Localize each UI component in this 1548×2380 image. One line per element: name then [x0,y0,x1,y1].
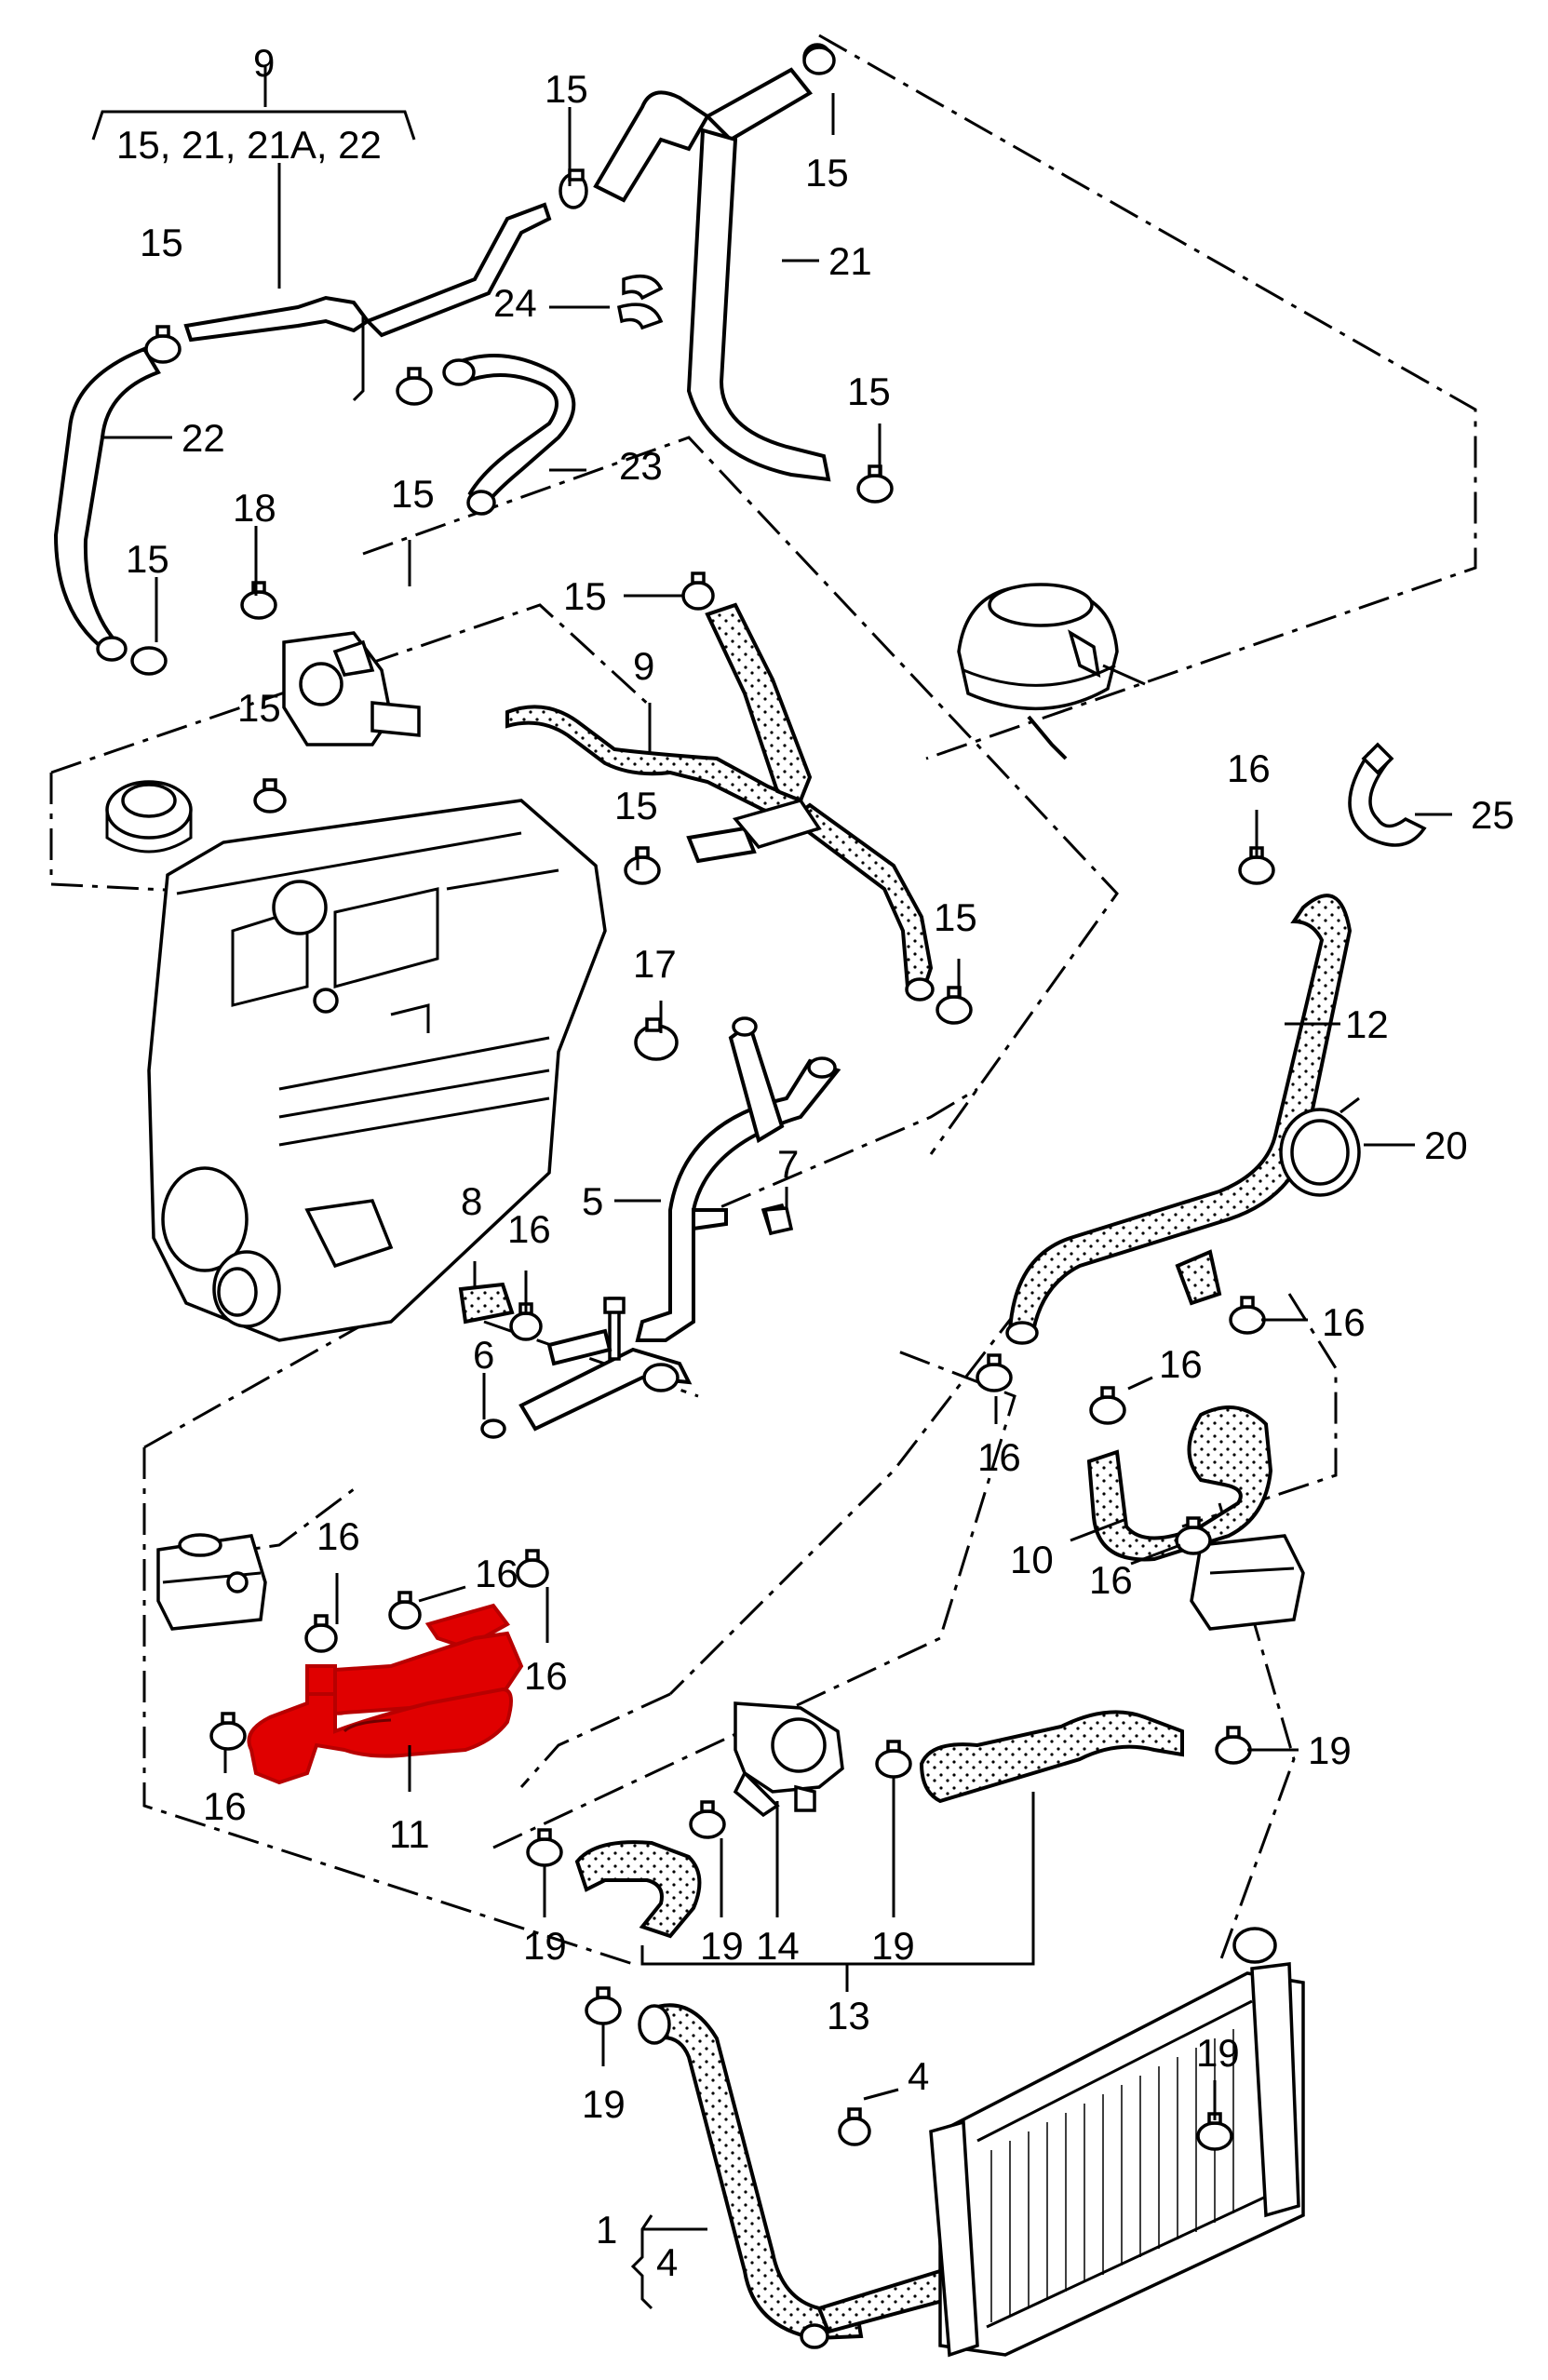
callout-16: 16 [977,1435,1021,1479]
callout-8: 8 [461,1179,482,1223]
engine-block [147,799,607,1342]
clamp-17 [634,1017,679,1061]
oil-filler-cap [105,780,193,854]
callout-16: 16 [507,1207,551,1251]
callout-18: 18 [233,486,276,530]
callout-16: 16 [1089,1558,1133,1602]
clamp-25 [1348,742,1427,847]
callout-15: 15 [391,472,435,516]
callout-16: 16 [475,1552,518,1595]
callout-15: 15 [847,370,891,413]
hose-9 [505,602,935,1002]
clamp-24 [616,274,664,330]
callout-15: 15 [614,784,658,827]
callout-16: 16 [316,1514,360,1558]
callout-17: 17 [633,942,677,986]
coolant-pipe-6-8 [458,1282,693,1439]
callout-25: 25 [1471,793,1514,837]
radiator-fins [990,2029,1234,2322]
callout-15: 15 [237,686,281,730]
plug-7 [762,1206,794,1236]
hose-13-group [574,1701,1184,1939]
callout-16: 16 [1227,746,1271,790]
callout-15: 15 [805,151,849,195]
upper-hoses [53,43,832,662]
callout-15: 15 [545,67,588,111]
callout-14: 14 [756,1924,800,1968]
callout-21: 21 [828,239,872,283]
callout-19: 19 [582,2082,626,2126]
callout-16: 16 [1322,1300,1366,1344]
callout-15: 15 [140,221,183,264]
hose-clamps [130,46,1275,2349]
callout-19: 19 [1308,1728,1352,1772]
callout-24: 24 [493,281,537,325]
callout-16: 16 [203,1784,247,1828]
callout-16: 16 [524,1654,568,1698]
callout-19: 19 [523,1924,567,1968]
callout-15: 15 [934,895,977,939]
callout-6: 6 [473,1333,494,1377]
callout-9: 9 [633,644,654,688]
loose-clamps [616,274,1427,1236]
callout-19: 19 [700,1924,744,1968]
callout-7: 7 [777,1142,799,1186]
callout-16: 16 [1159,1342,1203,1386]
callout-15: 15 [563,574,607,618]
callout-labels: 9 15, 21, 21A, 22 15 15 15 21 24 22 15 2… [116,41,1514,2284]
callout-4: 4 [656,2240,678,2284]
callout-9-sublist: 15, 21, 21A, 22 [116,123,382,167]
callout-19: 19 [871,1924,915,1968]
callout-5: 5 [582,1179,603,1223]
radiator [929,1927,1305,2358]
callout-20: 20 [1424,1123,1468,1167]
callout-13: 13 [827,1994,870,2037]
hose-11-highlighted [247,1603,524,1785]
coolant-reservoir-small [156,1533,267,1631]
callout-12: 12 [1345,1002,1389,1046]
callout-19: 19 [1196,2031,1240,2075]
coolant-flange-housing [282,631,421,746]
hose-5 [635,1016,841,1342]
expansion-tank [957,583,1146,760]
leader-lines [91,65,1452,2310]
callout-23: 23 [619,444,663,488]
callout-10: 10 [1010,1538,1054,1581]
callout-9-top: 9 [253,41,275,85]
callout-4: 4 [908,2054,929,2098]
callout-11: 11 [389,1812,430,1856]
callout-15: 15 [126,537,169,581]
callout-22: 22 [182,416,225,460]
callout-1: 1 [596,2208,617,2252]
clamp-20 [1279,1096,1361,1197]
